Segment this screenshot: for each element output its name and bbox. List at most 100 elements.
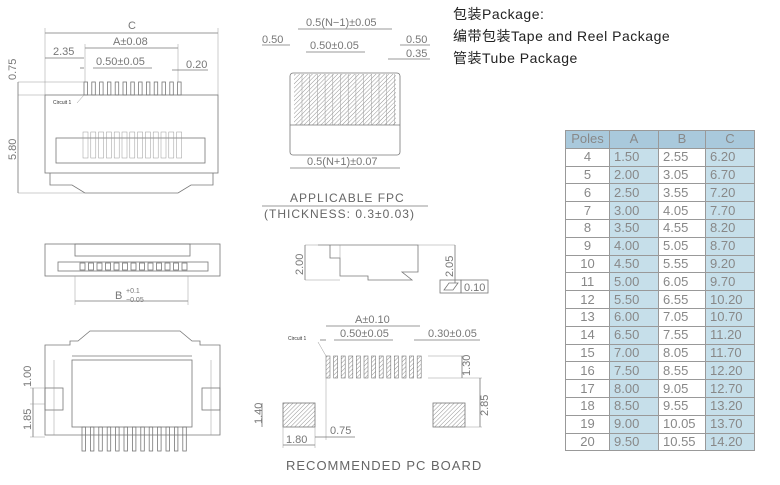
table-cell: 6.20 [705,147,755,167]
table-cell: 5 [565,165,610,185]
contact-slot [113,131,120,159]
contact-pin [161,81,166,96]
contact-pin [91,81,96,96]
contact-pin [148,426,154,452]
contact-slot [98,131,104,159]
table-cell: 6.00 [609,307,659,327]
dim-5-80: 5.80 [7,139,19,160]
pcb-dim-2-85: 2.85 [479,395,491,416]
table-cell: 3.05 [658,165,706,185]
table-cell: 4 [565,147,610,167]
pcb-pad [348,355,354,379]
contact-pin [145,81,151,96]
table-cell: 19 [565,414,610,434]
table-cell: 7.00 [609,343,659,363]
table-cell: 9.05 [658,379,706,398]
table-cell: 6.50 [609,325,659,345]
packaging-title: 包装Package: [453,6,545,22]
table-cell: 8.20 [705,218,755,238]
pcb-pad [371,355,376,379]
pcb-pad [409,355,414,379]
table-cell: 3.50 [609,218,659,238]
table-header-cell: B [658,130,706,149]
table-cell: 9.00 [609,414,659,434]
contact-slot [152,131,159,159]
table-cell: 8.05 [658,343,706,363]
contact-pin [99,81,104,96]
pcb-pad [394,355,399,379]
contact-slot [106,131,112,159]
table-cell: 9.50 [609,432,659,452]
table-cell: 17 [565,379,610,398]
contact-pin [96,262,103,271]
table-cell: 8.55 [658,361,706,381]
circuit-1-label: Circuit 1 [53,100,72,106]
pcb-pad [401,355,407,379]
table-cell: 8 [565,218,610,238]
contact-slot [137,131,143,159]
contact-pin [156,262,162,271]
pcb-dim-1-80: 1.80 [286,434,307,446]
dim-0-20: 0.20 [186,59,207,71]
table-cell: 7.55 [658,325,706,345]
contact-pin [79,262,86,271]
table-cell: 4.55 [658,218,706,238]
contact-pin [105,262,111,271]
table-cell: 13 [565,307,610,327]
packaging-tube: 管装Tube Package [453,50,578,66]
pcb-pad [340,355,346,379]
table-cell: 4.50 [609,254,659,274]
table-cell: 6 [565,183,610,203]
table-cell: 14.20 [705,432,755,452]
applicable-fpc-view: 0.5(N−1)±0.05 0.50 0.50±0.05 0.50 0.35 0… [262,17,430,221]
contact-pin [123,426,128,452]
contact-slot [121,131,128,159]
table-header-cell: A [609,130,659,149]
contact-pin [138,81,143,96]
table-cell: 10 [565,254,610,274]
packaging-tape-reel: 编带包装Tape and Reel Package [453,28,671,44]
front-view: B +0.1 −0.05 [44,243,221,305]
table-cell: 8.50 [609,396,659,416]
table-cell: 2.50 [609,183,659,203]
table-cell: 9.70 [705,272,755,292]
contact-pin [113,262,120,271]
table-cell: 3.00 [609,201,659,220]
pcb-dim-a: A±0.10 [355,314,390,326]
fpc-title: APPLICABLE FPC [290,191,405,205]
contact-pin [106,426,112,452]
table-cell: 5.55 [658,254,706,274]
table-cell: 9.55 [658,396,706,416]
dim-b: B [115,290,122,302]
contact-pin [122,262,128,271]
table-cell: 10.55 [658,432,706,452]
table-cell: 11 [565,272,610,292]
dim-b-tol-minus: −0.05 [126,297,144,304]
contact-pin [90,426,95,452]
table-cell: 20 [565,432,610,452]
table-cell: 10.20 [705,290,755,309]
table-cell: 9 [565,236,610,256]
contact-pin [181,262,188,271]
table-cell: 4.05 [658,201,706,220]
contact-pin [131,426,137,452]
dim-a: A±0.08 [113,36,148,48]
contact-pin [173,426,179,452]
contact-pin [83,81,88,96]
dim-1-85: 1.85 [22,409,34,430]
flatness-icon [443,282,459,291]
table-cell: 7.20 [705,183,755,203]
contact-pin [139,262,145,271]
table-header-cell: C [705,130,755,149]
